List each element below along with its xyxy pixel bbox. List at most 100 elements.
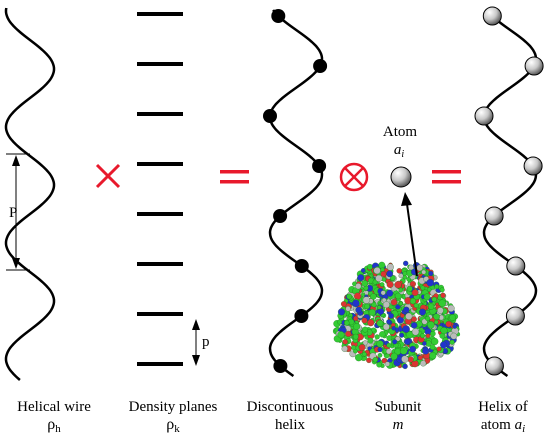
protein-atom: [355, 353, 363, 362]
protein-atom: [357, 274, 365, 282]
protein-atom: [402, 271, 408, 276]
protein-atom: [450, 332, 458, 340]
protein-atom: [370, 293, 377, 300]
protein-atom: [402, 363, 408, 370]
protein-atom: [345, 330, 352, 337]
protein-atom: [439, 287, 445, 293]
protein-atom: [386, 263, 394, 271]
times-operator: [95, 163, 121, 189]
protein-atom: [406, 277, 411, 282]
protein-atom: [380, 290, 386, 296]
protein-atom: [392, 339, 398, 345]
helix-point: [273, 209, 288, 223]
protein-atom: [372, 279, 378, 285]
protein-atom: [361, 317, 368, 324]
pitch-label: P: [9, 205, 17, 221]
protein-atom: [394, 292, 402, 300]
protein-atom: [405, 312, 413, 320]
caption-helical-wire: Helical wire ρh: [17, 399, 91, 435]
protein-atom: [352, 333, 359, 340]
protein-atom: [399, 332, 405, 338]
protein-atom: [423, 293, 431, 301]
protein-atom: [420, 333, 426, 339]
protein-atom: [353, 315, 359, 321]
atom-point: [524, 56, 544, 76]
protein-atom: [437, 307, 444, 314]
caption-subunit: Subunit m: [374, 399, 422, 433]
spacing-label: p: [202, 334, 210, 350]
protein-atom: [377, 347, 383, 353]
protein-atom: [428, 303, 435, 310]
protein-atom: [449, 314, 456, 321]
protein-atom: [355, 283, 362, 290]
protein-atom: [396, 316, 404, 324]
density-plane: [137, 62, 183, 66]
helix-point: [294, 259, 309, 273]
protein-atom: [373, 267, 381, 275]
density-plane: [137, 112, 183, 116]
protein-atom: [376, 340, 384, 348]
protein-atom: [382, 323, 390, 331]
protein-atom: [425, 315, 431, 322]
atom-point: [484, 356, 504, 376]
protein-atom: [403, 260, 409, 267]
protein-atom: [419, 308, 426, 316]
protein-atom: [380, 271, 387, 277]
spacing-annotation: [192, 319, 200, 366]
protein-atom: [386, 270, 394, 278]
protein-atom: [390, 298, 398, 306]
protein-atom: [361, 280, 369, 287]
protein-atom: [426, 287, 432, 292]
protein-atom: [394, 281, 402, 289]
protein-atom: [368, 308, 376, 316]
density-plane: [137, 362, 183, 366]
protein-atom: [396, 268, 403, 274]
protein-atom: [372, 357, 378, 363]
density-plane: [137, 12, 183, 16]
protein-atom: [376, 305, 382, 310]
protein-atom: [427, 321, 435, 329]
atom-symbol: ai: [394, 142, 405, 160]
protein-atom: [406, 285, 413, 292]
protein-atom: [340, 301, 347, 307]
protein-atom: [360, 268, 366, 273]
protein-atom: [433, 319, 439, 325]
subunit-to-atom-arrow: [401, 192, 418, 277]
protein-atom: [352, 299, 360, 308]
protein-atom: [362, 340, 368, 346]
protein-atom: [421, 269, 427, 275]
protein-atom: [410, 322, 418, 329]
protein-atom: [411, 289, 419, 296]
protein-atom: [438, 299, 446, 308]
helix-point: [263, 109, 277, 123]
protein-atom: [422, 347, 430, 355]
protein-atom: [362, 351, 367, 357]
atom-point: [505, 306, 525, 326]
protein-atom: [358, 344, 366, 351]
protein-atom: [382, 301, 390, 309]
protein-atom: [440, 327, 448, 335]
protein-atom: [403, 306, 410, 313]
protein-atom: [420, 285, 426, 291]
protein-atom: [400, 313, 405, 318]
protein-atom: [386, 281, 394, 288]
protein-atom: [436, 346, 442, 352]
protein-atom: [420, 360, 427, 367]
protein-atom: [398, 273, 404, 279]
protein-atom: [337, 308, 346, 316]
equals-operator-1: [220, 170, 249, 184]
atom-point: [474, 106, 494, 126]
protein-atom: [409, 298, 417, 305]
density-planes: [137, 12, 183, 366]
protein-atom: [426, 278, 435, 287]
helix-point: [271, 9, 286, 23]
density-plane: [137, 162, 183, 166]
protein-atom: [377, 352, 383, 358]
atom-sphere: [390, 166, 412, 188]
protein-atom: [344, 320, 350, 326]
protein-atom: [408, 264, 414, 271]
protein-subunit: [332, 260, 461, 370]
protein-atom: [386, 342, 392, 348]
protein-atom: [388, 312, 394, 319]
